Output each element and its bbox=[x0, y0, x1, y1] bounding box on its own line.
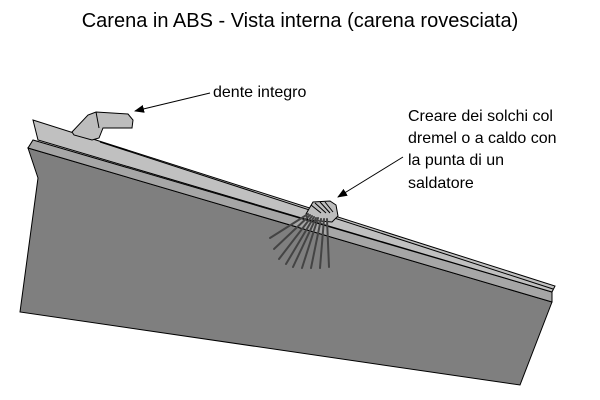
grooves-fan bbox=[269, 213, 330, 269]
groove-2 bbox=[273, 214, 311, 250]
instruction-line-2: dremel o a caldo con bbox=[408, 130, 557, 147]
groove-1 bbox=[269, 213, 309, 239]
label-intact-tooth: dente integro bbox=[213, 84, 307, 101]
groove-9 bbox=[326, 218, 330, 268]
instruction-line-3: la punta di un bbox=[408, 152, 504, 169]
groove-6 bbox=[301, 217, 319, 269]
groove-4 bbox=[285, 216, 315, 265]
groove-3 bbox=[278, 215, 313, 260]
groove-8 bbox=[319, 218, 325, 269]
intact-tooth bbox=[71, 111, 134, 141]
instruction-line-1: Creare dei solchi col bbox=[408, 108, 553, 125]
groove-7 bbox=[310, 218, 322, 269]
arrow-grooves bbox=[337, 156, 404, 198]
groove-5 bbox=[292, 217, 317, 268]
arrow-tooth bbox=[134, 92, 211, 113]
instruction-line-4: saldatore bbox=[408, 175, 474, 192]
diagram-title: Carena in ABS - Vista interna (carena ro… bbox=[82, 10, 519, 32]
